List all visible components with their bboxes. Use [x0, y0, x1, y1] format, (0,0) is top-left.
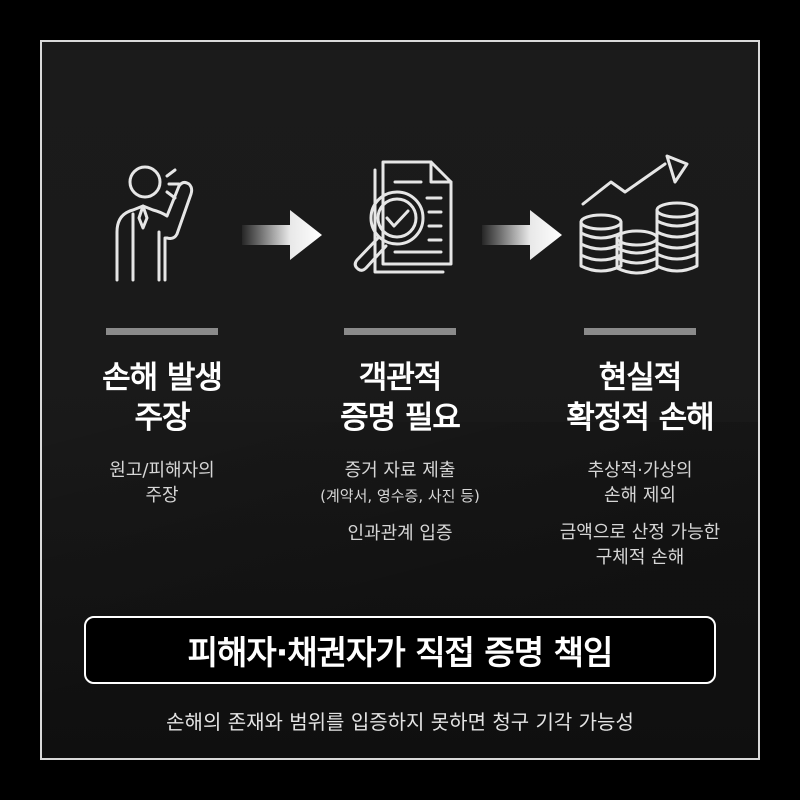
step-title: 손해 발생 주장	[42, 358, 282, 438]
divider-bar	[584, 328, 696, 335]
title-line: 확정적 손해	[566, 400, 714, 436]
desc-line: 추상적·가상의	[587, 460, 693, 481]
background-shade	[42, 422, 758, 758]
burden-of-proof-banner: 피해자·채권자가 직접 증명 책임	[84, 616, 716, 684]
title-line: 현실적	[598, 360, 683, 396]
title-line: 주장	[134, 400, 190, 436]
document-magnifier-icon	[335, 152, 465, 282]
desc-line: 주장	[145, 485, 179, 506]
step-description: 추상적·가상의 손해 제외 금액으로 산정 가능한 구체적 손해	[520, 458, 758, 570]
desc-line: 인과관계 입증	[347, 523, 453, 544]
desc-line: (계약서, 영수증, 사진 등)	[320, 487, 480, 505]
title-line: 객관적	[358, 360, 443, 396]
step-description: 증거 자료 제출 (계약서, 영수증, 사진 등) 인과관계 입증	[280, 458, 520, 546]
desc-line: 구체적 손해	[595, 547, 685, 568]
desc-line: 금액으로 산정 가능한	[559, 522, 721, 543]
divider-bar	[344, 328, 456, 335]
arrow-right-icon	[242, 210, 322, 260]
infographic-frame: 손해 발생 주장 원고/피해자의 주장	[40, 40, 760, 760]
desc-line: 원고/피해자의	[109, 460, 215, 481]
step-title: 현실적 확정적 손해	[520, 358, 758, 438]
title-line: 증명 필요	[340, 400, 461, 436]
title-line: 손해 발생	[102, 360, 223, 396]
person-speaking-icon	[97, 152, 227, 282]
coin-stacks-growth-icon	[575, 152, 705, 282]
desc-line: 손해 제외	[604, 485, 676, 506]
divider-bar	[106, 328, 218, 335]
desc-line: 증거 자료 제출	[344, 460, 456, 481]
step-description: 원고/피해자의 주장	[42, 458, 282, 508]
step-title: 객관적 증명 필요	[280, 358, 520, 438]
arrow-right-icon	[482, 210, 562, 260]
footer-note: 손해의 존재와 범위를 입증하지 못하면 청구 기각 가능성	[166, 710, 634, 734]
